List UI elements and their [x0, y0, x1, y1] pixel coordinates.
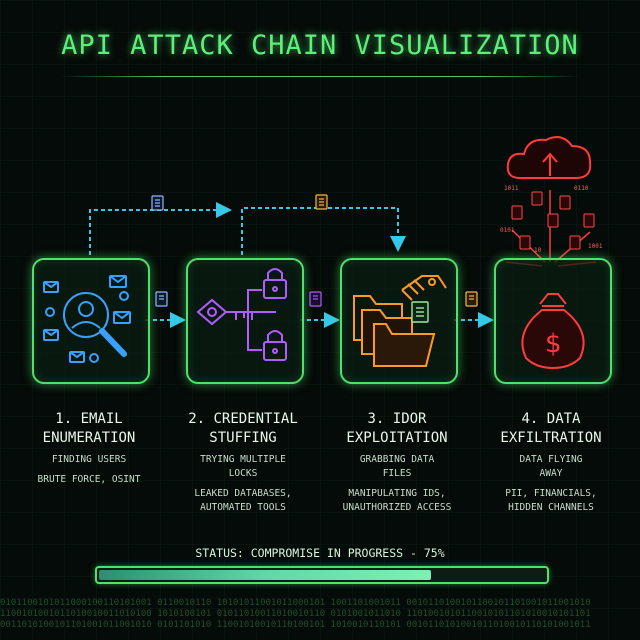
binary-row: 0101100101011000100110101001 0110010110 … [0, 598, 591, 608]
svg-text:$: $ [545, 329, 562, 359]
binary-footer: 0101100101011000100110101001 0110010110 … [0, 598, 640, 640]
doc-icon [309, 291, 322, 307]
stage-1-subtitle: FINDING USERS [51, 454, 127, 465]
svg-text:1011: 1011 [504, 185, 519, 192]
arc-1-2 [89, 202, 232, 255]
status-text: STATUS: COMPROMISE IN PROGRESS - 75% [195, 546, 445, 560]
doc-icon [151, 195, 164, 211]
stage-4-tags: PII, FINANCIALS,HIDDEN CHANNELS [505, 488, 597, 513]
cloud-upload-icon [506, 136, 592, 179]
stage-2-tags: LEAKED DATABASES,AUTOMATED TOOLS [194, 488, 292, 513]
doc-icon [315, 194, 328, 210]
progress-bar-fill [99, 570, 431, 580]
arc-2-3 [241, 207, 406, 255]
doc-icon [465, 291, 478, 307]
binary-stream-text: 1011 0110 0101 1001 10 [500, 185, 603, 254]
binary-row: 1100101001011010010011010100 1010100101 … [0, 609, 591, 619]
svg-text:0101: 0101 [500, 227, 515, 234]
binary-row: 0011010100101101001011001010 0101101010 … [0, 620, 591, 630]
key-locks-icon [196, 268, 287, 361]
svg-text:1001: 1001 [588, 243, 603, 250]
progress-bar [95, 566, 549, 584]
svg-text:10: 10 [534, 247, 542, 254]
doc-icon [155, 291, 168, 307]
stage-idor-exploitation [340, 258, 458, 384]
money-bag-icon: $ [521, 293, 585, 370]
flying-docs [511, 191, 595, 250]
exfil-streams [505, 190, 597, 267]
stage-1-tags: BRUTE FORCE, OSINT [37, 474, 141, 485]
stage-email-enumeration [32, 258, 150, 384]
stage-credential-stuffing [186, 258, 304, 384]
stage-data-exfiltration: $ [494, 258, 612, 384]
robot-hand-folders-icon [353, 275, 447, 367]
svg-text:0110: 0110 [574, 185, 589, 192]
title-divider [60, 76, 580, 77]
stage-3-tags: MANIPULATING IDS,UNAUTHORIZED ACCESS [342, 488, 452, 513]
page-title: API ATTACK CHAIN VISUALIZATION [61, 30, 579, 61]
magnifier-users-icon [43, 275, 131, 363]
